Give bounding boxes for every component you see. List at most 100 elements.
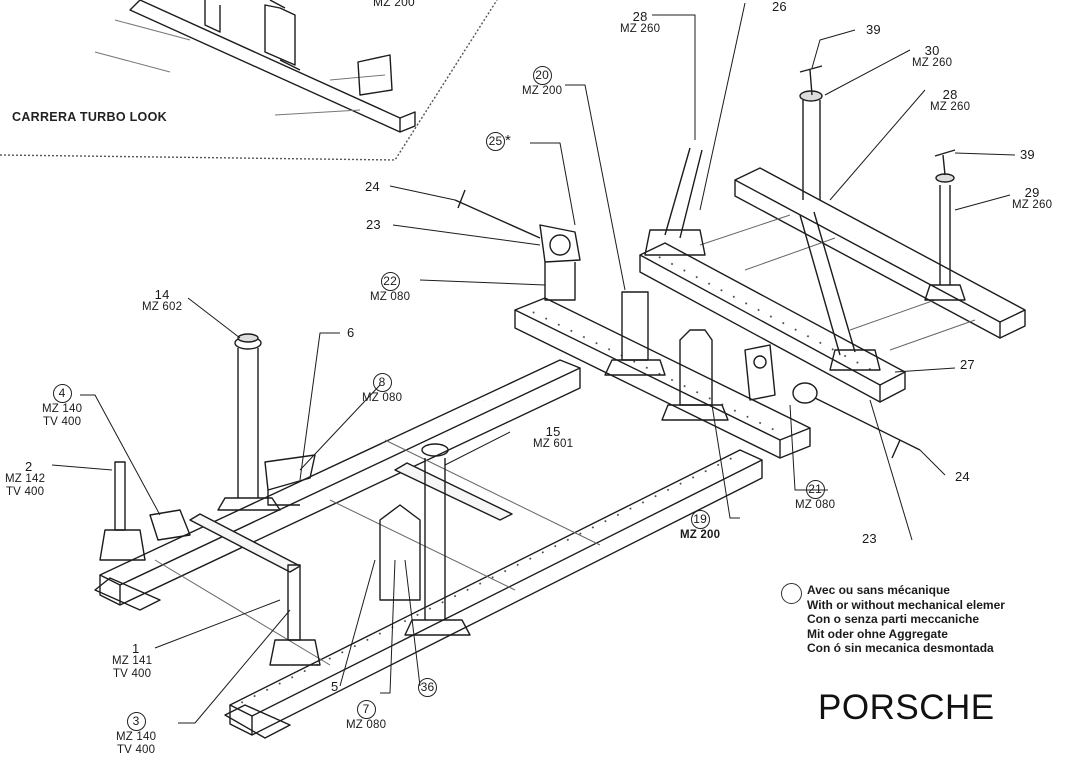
callout-29: 29 MZ 260 xyxy=(1012,186,1052,212)
callout-3-code1: MZ 140 xyxy=(116,731,157,743)
callout-2-code2: TV 400 xyxy=(5,486,45,498)
callout-25-num: 25 xyxy=(486,132,505,151)
callout-4-num: 4 xyxy=(52,384,72,403)
inset-beam xyxy=(94,0,416,133)
callout-19: 19 MZ 200 xyxy=(680,510,720,542)
rod-24b xyxy=(814,397,921,459)
callout-28a-num: 28 xyxy=(632,9,648,24)
post-19 xyxy=(661,329,729,421)
callout-14-num: 14 xyxy=(154,287,170,302)
rod-24a xyxy=(454,189,541,239)
legend-line-es: Con ó sin mecanica desmontada xyxy=(807,641,994,655)
callout-39b: 39 xyxy=(1020,148,1035,161)
callout-27: 27 xyxy=(960,358,975,371)
post-14 xyxy=(217,333,281,511)
inset-code: MZ 200 xyxy=(373,0,415,9)
callout-14-code: MZ 602 xyxy=(142,301,183,313)
callout-8: 8 MZ 080 xyxy=(362,373,402,405)
callout-22-code: MZ 080 xyxy=(370,291,411,303)
callout-23b: 23 xyxy=(862,532,877,545)
legend-line-en: With or without mechanical elemer xyxy=(807,597,1005,612)
callout-7: 7 MZ 080 xyxy=(346,700,386,732)
stud-39b xyxy=(934,149,956,176)
legend: Avec ou sans mécanique With or without m… xyxy=(781,583,1005,656)
legend-line-de: Mit oder ohne Aggregate xyxy=(807,626,948,641)
callout-39a: 39 xyxy=(866,23,881,36)
callout-39a-num: 39 xyxy=(866,22,881,37)
legend-line-it: Con o senza parti meccaniche xyxy=(807,612,980,626)
callout-23a: 23 xyxy=(366,218,381,231)
bracket-21 xyxy=(744,344,818,404)
callout-24b-num: 24 xyxy=(955,469,970,484)
callout-6: 6 xyxy=(347,326,354,339)
callout-20-code: MZ 200 xyxy=(522,85,563,97)
callout-26-num: 26 xyxy=(772,0,787,14)
callout-39b-num: 39 xyxy=(1020,147,1035,162)
post-30 xyxy=(799,90,823,200)
leader-lines xyxy=(51,2,1016,724)
callout-14: 14 MZ 602 xyxy=(142,288,182,314)
callout-28a: 28 MZ 260 xyxy=(620,10,660,36)
callout-2: 2 MZ 142 TV 400 xyxy=(5,460,45,499)
post-29 xyxy=(924,173,966,301)
post-2 xyxy=(99,461,146,561)
callout-22-num: 22 xyxy=(380,272,400,291)
callout-29-code: MZ 260 xyxy=(1012,199,1053,211)
callout-7-num: 7 xyxy=(356,700,376,719)
callout-15-code: MZ 601 xyxy=(533,438,574,450)
callout-22: 22 MZ 080 xyxy=(370,272,410,304)
callout-4-code2: TV 400 xyxy=(42,416,82,428)
callout-4-code1: MZ 140 xyxy=(42,403,83,415)
callout-36-num: 36 xyxy=(418,678,437,697)
callout-3-code2: TV 400 xyxy=(116,744,156,756)
callout-21: 21 MZ 080 xyxy=(795,480,835,512)
post-15 xyxy=(404,443,471,636)
callout-15: 15 MZ 601 xyxy=(533,425,573,451)
callout-30-num: 30 xyxy=(924,43,940,58)
callout-23a-num: 23 xyxy=(366,217,381,232)
strut-28a xyxy=(644,147,706,256)
callout-6-num: 6 xyxy=(347,325,355,340)
callout-21-code: MZ 080 xyxy=(795,499,836,511)
plate-4 xyxy=(149,509,191,541)
callout-5: 5 xyxy=(331,680,338,693)
main-frame xyxy=(94,359,763,739)
callout-23b-num: 23 xyxy=(862,531,877,546)
callout-4: 4 MZ 140 TV 400 xyxy=(42,384,82,429)
stud-39a xyxy=(799,65,823,96)
callout-28b: 28 MZ 260 xyxy=(930,88,970,114)
strut-28b xyxy=(799,211,881,371)
callout-1-num: 1 xyxy=(132,641,140,656)
callout-1: 1 MZ 141 TV 400 xyxy=(112,642,152,681)
callout-7-code: MZ 080 xyxy=(346,719,387,731)
callout-19-code: MZ 200 xyxy=(680,529,721,541)
callout-25: 25* xyxy=(486,132,511,151)
callout-20: 20 MZ 200 xyxy=(522,66,562,98)
callout-15-num: 15 xyxy=(545,424,561,439)
callout-20-num: 20 xyxy=(532,66,552,85)
callout-1-code1: MZ 141 xyxy=(112,655,153,667)
callout-1-code2: TV 400 xyxy=(112,668,152,680)
callout-2-num: 2 xyxy=(25,459,33,474)
brand-logo-text: PORSCHE xyxy=(818,688,995,727)
callout-2-code1: MZ 142 xyxy=(5,473,46,485)
callout-30-code: MZ 260 xyxy=(912,57,953,69)
callout-26: 26 xyxy=(772,0,787,13)
callout-8-code: MZ 080 xyxy=(362,392,403,404)
callout-3: 3 MZ 140 TV 400 xyxy=(116,712,156,757)
callout-29-num: 29 xyxy=(1024,185,1040,200)
callout-28a-code: MZ 260 xyxy=(620,23,661,35)
inset-frame xyxy=(0,0,498,161)
inset-title: CARRERA TURBO LOOK xyxy=(12,110,167,124)
callout-5-num: 5 xyxy=(331,679,339,694)
callout-24a: 24 xyxy=(365,180,380,193)
bracket-25 xyxy=(539,224,581,301)
callout-3-num: 3 xyxy=(126,712,146,731)
callout-28b-code: MZ 260 xyxy=(930,101,971,113)
callout-8-num: 8 xyxy=(372,373,392,392)
bracket-7 xyxy=(379,504,421,601)
post-20 xyxy=(604,291,666,376)
rear-beam xyxy=(514,297,811,459)
callout-28b-num: 28 xyxy=(942,87,958,102)
